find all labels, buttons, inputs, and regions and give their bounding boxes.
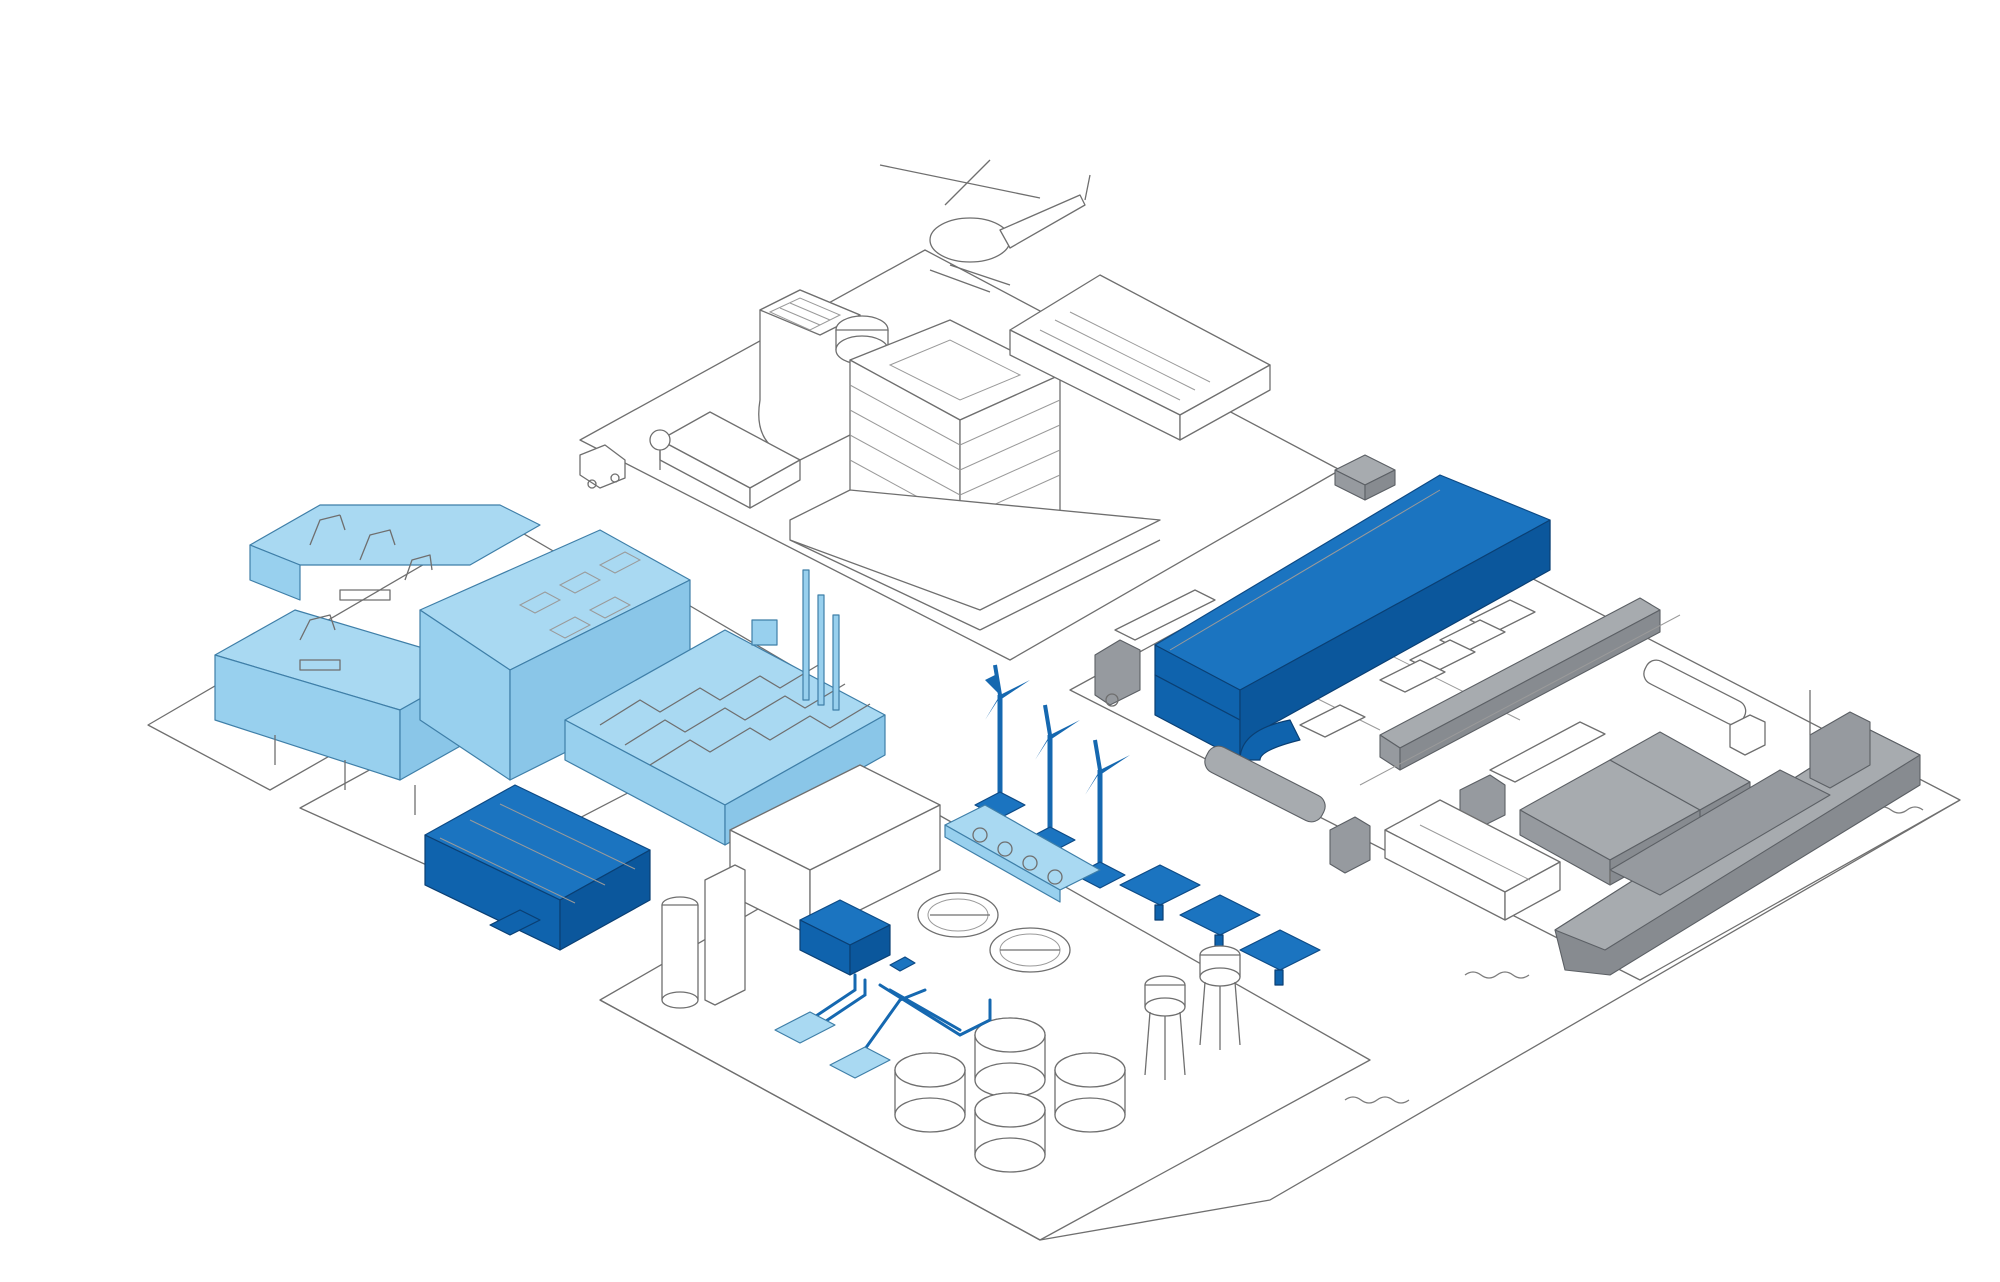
tanker-truck-icon bbox=[1643, 659, 1766, 756]
van-icon bbox=[1334, 454, 1396, 501]
terminal-office bbox=[1384, 799, 1561, 921]
skylights-icon bbox=[518, 551, 642, 639]
storage-tank-icon bbox=[894, 1052, 966, 1133]
roof-skylights-icon bbox=[1039, 311, 1211, 401]
storage-tank-icon bbox=[974, 1017, 1046, 1098]
truck-icon bbox=[1094, 589, 1216, 707]
cargo-ship-icon bbox=[1554, 690, 1921, 976]
solar-panels-icon bbox=[768, 297, 842, 331]
loading-trailers-icon bbox=[1299, 599, 1536, 738]
smokestacks-icon bbox=[802, 569, 840, 711]
pipeline-icon bbox=[774, 956, 992, 1079]
tanker-truck-icon bbox=[1204, 745, 1371, 874]
wind-turbine-icon bbox=[1024, 704, 1080, 854]
storage-tank-icon bbox=[974, 1092, 1046, 1173]
train-icon bbox=[1359, 597, 1681, 786]
tree-icon bbox=[649, 429, 671, 451]
battery-storage-icon bbox=[799, 899, 891, 976]
server-block bbox=[424, 784, 651, 951]
office-campus bbox=[649, 274, 1271, 631]
water-tower-icon bbox=[1144, 975, 1186, 1080]
silo-icon bbox=[661, 864, 746, 1009]
helicopter-icon bbox=[879, 159, 1091, 293]
solar-panel-icon bbox=[1179, 894, 1261, 951]
van-icon bbox=[579, 444, 626, 489]
wind-turbine-icon bbox=[974, 664, 1030, 819]
storage-tank-icon bbox=[1054, 1052, 1126, 1133]
water-tower-icon bbox=[1199, 945, 1241, 1050]
cooling-fans-icon bbox=[944, 804, 1101, 903]
solar-panel-icon bbox=[1239, 929, 1321, 986]
clarifier-tank-icon bbox=[989, 927, 1071, 973]
distribution-warehouse bbox=[1154, 474, 1551, 761]
solar-panel-icon bbox=[1119, 864, 1201, 921]
robotic-factory bbox=[214, 504, 691, 815]
clarifier-tank-icon bbox=[917, 892, 999, 938]
robot-arm-icon bbox=[299, 514, 433, 671]
